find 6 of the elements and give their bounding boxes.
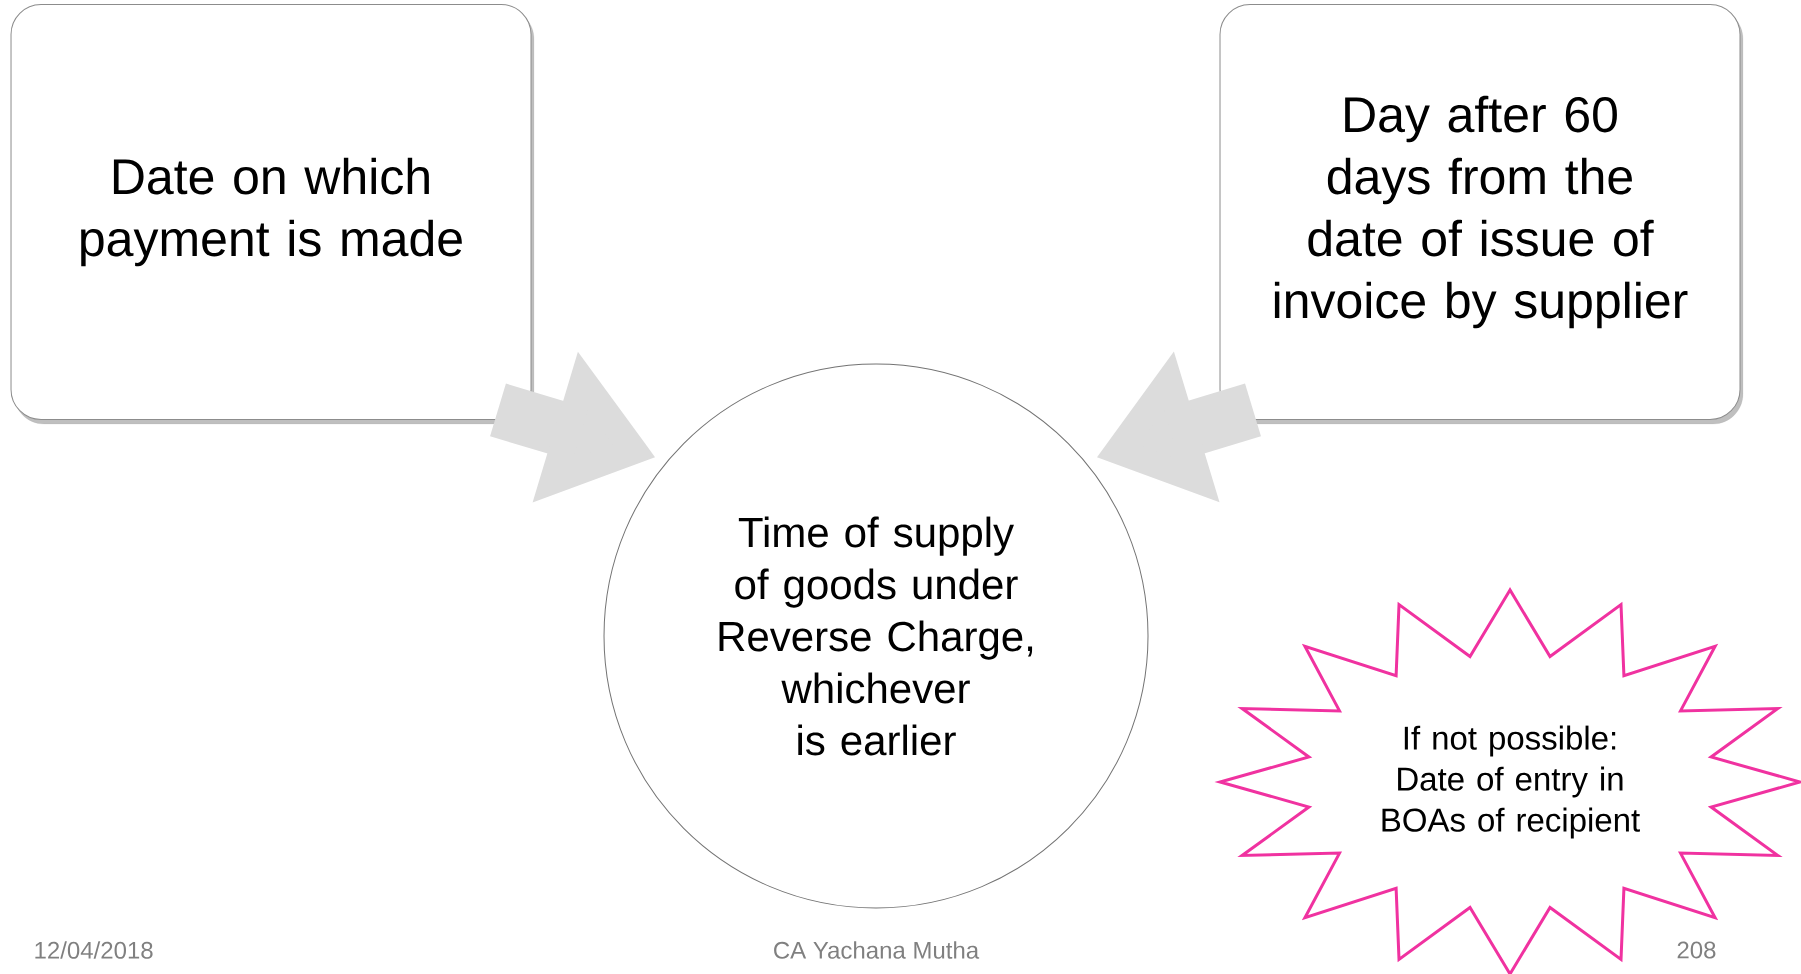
rounded-box: Day after 60 days from the date of issue of invoice by supplier <box>1219 4 1744 425</box>
circle-node: Time of supply of goods under Reverse Charge, whichever is earlier <box>603 363 1149 909</box>
footer-text: 12/04/2018 <box>35 941 153 959</box>
footer-text: 208 <box>1677 941 1716 959</box>
rounded-box: Date on which payment is made <box>10 4 535 425</box>
footer-text: CA Yachana Mutha <box>774 941 980 959</box>
